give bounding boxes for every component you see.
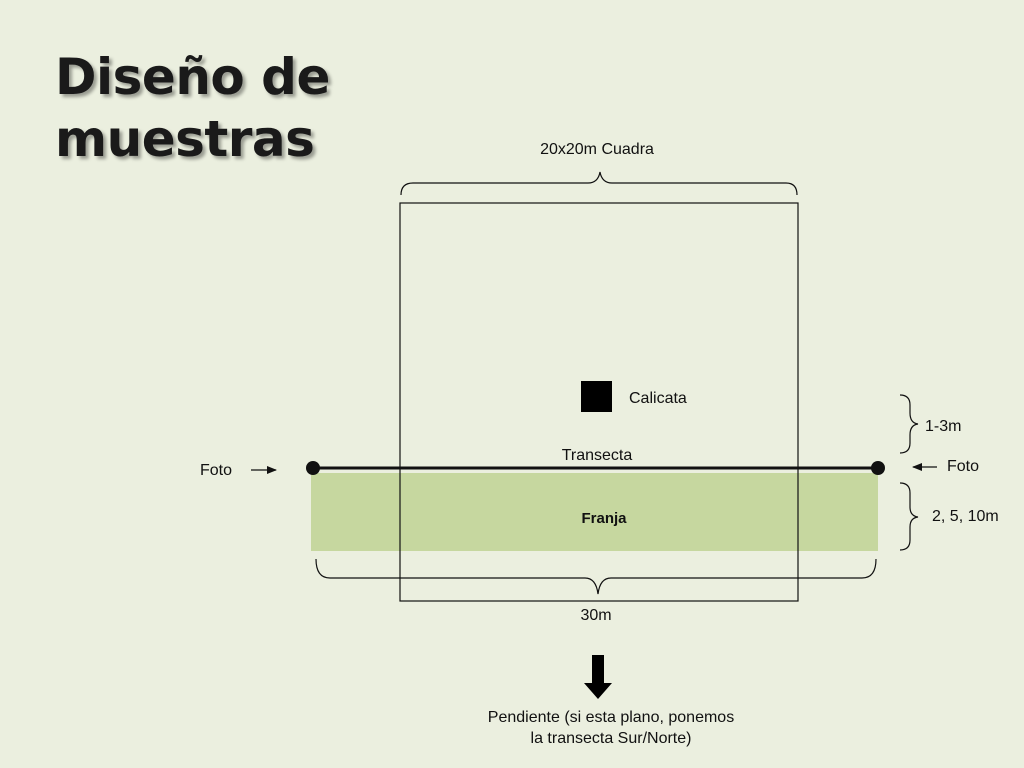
range-1-3m-label: 1-3m xyxy=(925,418,962,435)
transecta-start-point xyxy=(306,461,320,475)
franja-label: Franja xyxy=(581,510,627,527)
cuadra-brace xyxy=(400,171,798,196)
pendiente-label: Pendiente (si esta plano, ponemos la tra… xyxy=(488,707,734,749)
transecta-label: Transecta xyxy=(561,447,633,464)
length-30m-brace xyxy=(315,558,877,595)
pendiente-label-line-1: Pendiente (si esta plano, ponemos xyxy=(487,709,735,726)
calicata-label: Calicata xyxy=(629,390,687,407)
range-widths-label: 2, 5, 10m xyxy=(932,508,999,525)
cuadra-square xyxy=(399,202,799,602)
slide-title: Diseño de muestras xyxy=(55,46,330,170)
franja-strip xyxy=(311,473,878,551)
slide-title-line-2: muestras xyxy=(55,110,315,168)
length-30m-label: 30m xyxy=(580,607,612,624)
calicata-marker xyxy=(581,381,612,412)
range-1-3m-brace xyxy=(899,394,919,454)
cuadra-label: 20x20m Cuadra xyxy=(540,141,654,158)
foto-right-label: Foto xyxy=(947,458,980,475)
foto-left-label: Foto xyxy=(200,462,233,479)
range-widths-brace xyxy=(899,482,919,551)
slide-title-line-1: Diseño de xyxy=(55,48,330,106)
pendiente-arrow xyxy=(584,655,612,699)
pendiente-label-line-2: la transecta Sur/Norte) xyxy=(530,730,692,747)
transecta-end-point xyxy=(871,461,885,475)
